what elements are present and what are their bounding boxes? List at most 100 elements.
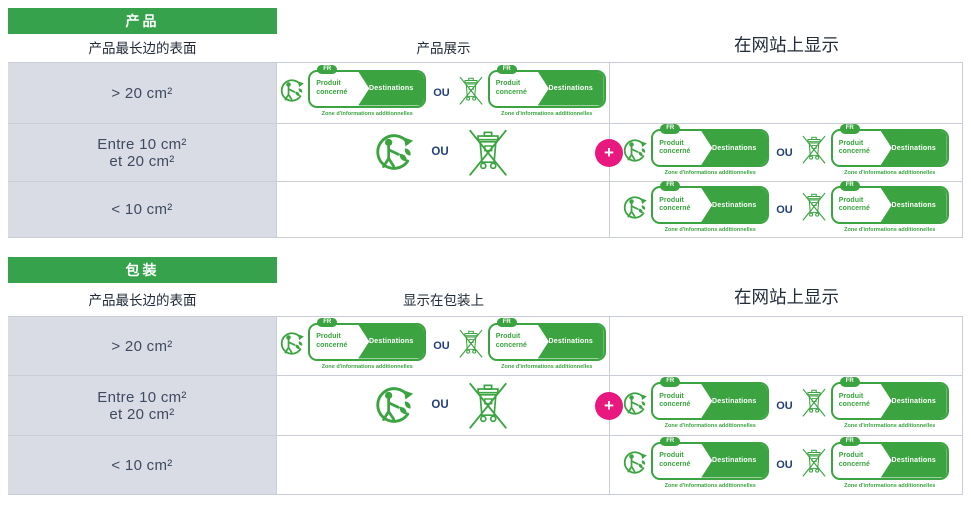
destinations-label: Destinations — [701, 131, 768, 165]
label-icon-slot — [280, 331, 305, 361]
destinations-label: Destinations — [880, 384, 947, 418]
product-destinations-banner: Produit concerné Destinations — [651, 186, 770, 224]
label-variant-group: FR Produit concerné Destinations Zone d'… — [280, 317, 427, 370]
crossed-out-wheeled-bin-icon — [802, 136, 826, 164]
info-tri-banner: FR Produit concerné Destinations Zone d'… — [651, 181, 770, 233]
produit-concerne-label: Produit concerné — [659, 392, 691, 408]
produit-concerne-label: Produit concerné — [495, 333, 527, 349]
triman-recycling-icon — [376, 387, 414, 424]
surface-column-label: 产品最长边的表面 — [88, 293, 197, 309]
packaging-display-cell: OU — [277, 376, 610, 436]
section-packaging: 包装 产品最长边的表面 显示在包装上 在网站上显示 > 20 cm² FR P — [8, 257, 963, 495]
website-display-cell: FR Produit concerné Destinations Zone d'… — [610, 181, 963, 238]
surface-cell: > 20 cm² — [8, 317, 277, 376]
destinations-label: Destinations — [880, 131, 947, 165]
fr-badge: FR — [839, 124, 860, 134]
product-display-cell — [277, 182, 610, 238]
triman-recycling-icon — [281, 79, 305, 102]
product-destinations-banner: Produit concerné Destinations — [830, 129, 949, 167]
zone-informations-label: Zone d'informations additionnelles — [844, 423, 936, 429]
info-tri-banner: FR Produit concerné Destinations Zone d'… — [308, 317, 427, 370]
info-tri-banner: FR Produit concerné Destinations Zone d'… — [487, 317, 606, 370]
fr-badge: FR — [839, 377, 860, 387]
page: 产品 产品最长边的表面 产品展示 在网站上显示 > 20 cm² FR Pro — [0, 8, 971, 508]
label-icon-slot — [623, 450, 648, 480]
label-icon-slot — [623, 391, 648, 421]
label-variant-group: FR Produit concerné Destinations Zone d'… — [800, 124, 949, 176]
ou-label: OU — [431, 146, 449, 159]
ou-label: OU — [776, 146, 793, 159]
produit-concerne-label: Produit concerné — [316, 333, 348, 349]
label-icon-slot — [280, 78, 305, 108]
product-destinations-banner: Produit concerné Destinations — [308, 322, 427, 361]
produit-concerne-label: Produit concerné — [838, 139, 870, 155]
product-display-column-label: 产品展示 — [416, 41, 471, 57]
zone-informations-label: Zone d'informations additionnelles — [844, 227, 936, 233]
ou-label: OU — [433, 340, 450, 352]
triman-recycling-icon — [376, 134, 414, 171]
surface-cell: < 10 cm² — [8, 182, 277, 238]
zone-informations-label: Zone d'informations additionnelles — [664, 170, 756, 176]
info-tri-banner: FR Produit concerné Destinations Zone d'… — [830, 181, 949, 233]
ou-label: OU — [433, 87, 450, 99]
column-labels-packaging: 产品最长边的表面 显示在包装上 在网站上显示 — [8, 283, 963, 316]
label-icon-slot — [457, 75, 485, 111]
product-display-cell: FR Produit concerné Destinations Zone d'… — [277, 63, 610, 124]
fr-badge: FR — [496, 317, 517, 328]
info-tri-banner: FR Produit concerné Destinations Zone d'… — [830, 377, 949, 429]
triman-recycling-icon — [281, 332, 305, 355]
label-variant-group: FR Produit concerné Destinations Zone d'… — [457, 64, 606, 117]
produit-concerne-label: Produit concerné — [838, 452, 870, 468]
label-variant-group: FR Produit concerné Destinations Zone d'… — [800, 377, 949, 429]
banner-pair: FR Produit concerné Destinations Zone d'… — [623, 377, 949, 429]
zone-informations-label: Zone d'informations additionnelles — [321, 363, 413, 370]
ou-label: OU — [431, 399, 449, 412]
surface-cell: Entre 10 cm² et 20 cm² — [8, 376, 277, 436]
banner-pair: FR Produit concerné Destinations Zone d'… — [623, 436, 949, 489]
website-display-cell: + FR Produit concerné Destinations Zone … — [595, 376, 963, 436]
destinations-label: Destinations — [880, 188, 947, 222]
label-icon-slot — [800, 134, 828, 170]
fr-badge: FR — [660, 181, 681, 191]
info-tri-banner: FR Produit concerné Destinations Zone d'… — [487, 64, 606, 117]
zone-informations-label: Zone d'informations additionnelles — [844, 482, 936, 489]
product-destinations-banner: Produit concerné Destinations — [651, 382, 770, 420]
produit-concerne-label: Produit concerné — [659, 196, 691, 212]
zone-informations-label: Zone d'informations additionnelles — [501, 110, 593, 117]
product-destinations-banner: Produit concerné Destinations — [487, 69, 606, 108]
zone-informations-label: Zone d'informations additionnelles — [664, 423, 756, 429]
zone-informations-label: Zone d'informations additionnelles — [844, 170, 936, 176]
label-variant-group: FR Produit concerné Destinations Zone d'… — [623, 124, 770, 176]
label-variant-group: FR Produit concerné Destinations Zone d'… — [800, 181, 949, 233]
produit-concerne-label: Produit concerné — [495, 80, 527, 96]
plus-icon: + — [595, 391, 623, 420]
triman-recycling-icon — [624, 391, 648, 415]
banner-pair: FR Produit concerné Destinations Zone d'… — [623, 124, 949, 176]
produit-concerne-label: Produit concerné — [659, 452, 691, 468]
produit-concerne-label: Produit concerné — [838, 392, 870, 408]
triman-recycling-icon — [624, 451, 648, 474]
info-tri-banner: FR Produit concerné Destinations Zone d'… — [830, 436, 949, 489]
crossed-out-wheeled-bin-icon — [802, 193, 826, 221]
product-destinations-banner: Produit concerné Destinations — [830, 382, 949, 420]
product-table: > 20 cm² FR Produit concerné Destination… — [8, 62, 963, 238]
website-display-column-label: 在网站上显示 — [734, 36, 839, 56]
fr-badge: FR — [496, 64, 517, 75]
label-variant-group: FR Produit concerné Destinations Zone d'… — [457, 317, 606, 370]
banner-pair: FR Produit concerné Destinations Zone d'… — [623, 181, 949, 233]
section-packaging-header: 包装 — [8, 257, 277, 283]
logo-pair: OU — [375, 127, 510, 179]
website-display-cell: FR Produit concerné Destinations Zone d'… — [610, 436, 963, 495]
label-icon-slot — [800, 447, 828, 483]
label-icon-slot — [623, 138, 648, 168]
zone-informations-label: Zone d'informations additionnelles — [501, 363, 593, 370]
website-display-cell: + FR Produit concerné Destinations Zone … — [595, 124, 963, 182]
packaging-display-cell: FR Produit concerné Destinations Zone d'… — [277, 317, 610, 376]
fr-badge: FR — [317, 64, 338, 75]
product-destinations-banner: Produit concerné Destinations — [830, 441, 949, 480]
product-destinations-banner: Produit concerné Destinations — [651, 129, 770, 167]
zone-informations-label: Zone d'informations additionnelles — [664, 482, 756, 489]
info-tri-banner: FR Produit concerné Destinations Zone d'… — [308, 64, 427, 117]
label-icon-slot — [800, 387, 828, 423]
packaging-display-column-label: 显示在包装上 — [403, 293, 484, 309]
